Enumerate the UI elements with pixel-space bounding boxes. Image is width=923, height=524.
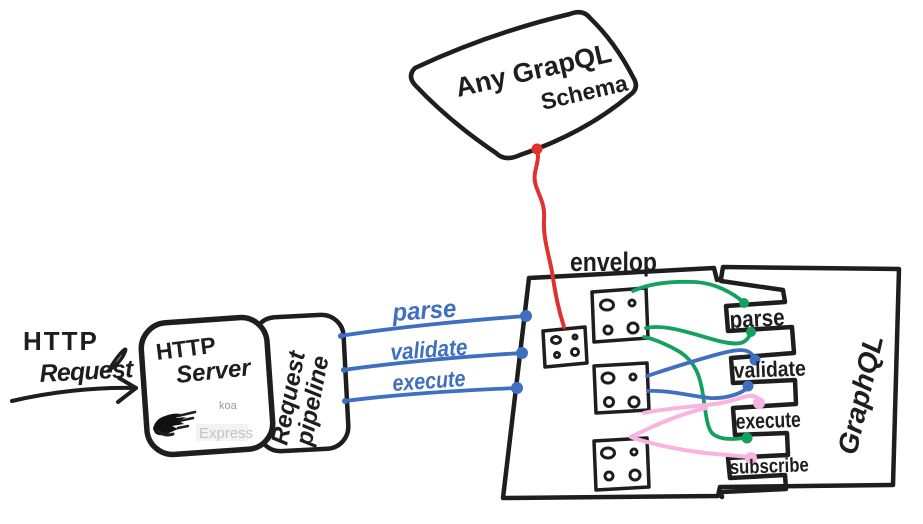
svg-text:subscribe: subscribe — [729, 454, 809, 479]
svg-text:validate: validate — [390, 334, 469, 365]
svg-text:execute: execute — [735, 407, 801, 434]
svg-text:parse: parse — [391, 295, 458, 327]
svg-text:koa: koa — [219, 400, 238, 412]
svg-text:execute: execute — [392, 365, 467, 396]
svg-text:HTTP: HTTP — [23, 326, 99, 356]
svg-text:Express: Express — [199, 425, 253, 442]
svg-text:validate: validate — [733, 355, 806, 382]
svg-text:parse: parse — [729, 304, 785, 334]
svg-text:envelop: envelop — [570, 247, 657, 277]
svg-text:Request: Request — [39, 355, 136, 388]
